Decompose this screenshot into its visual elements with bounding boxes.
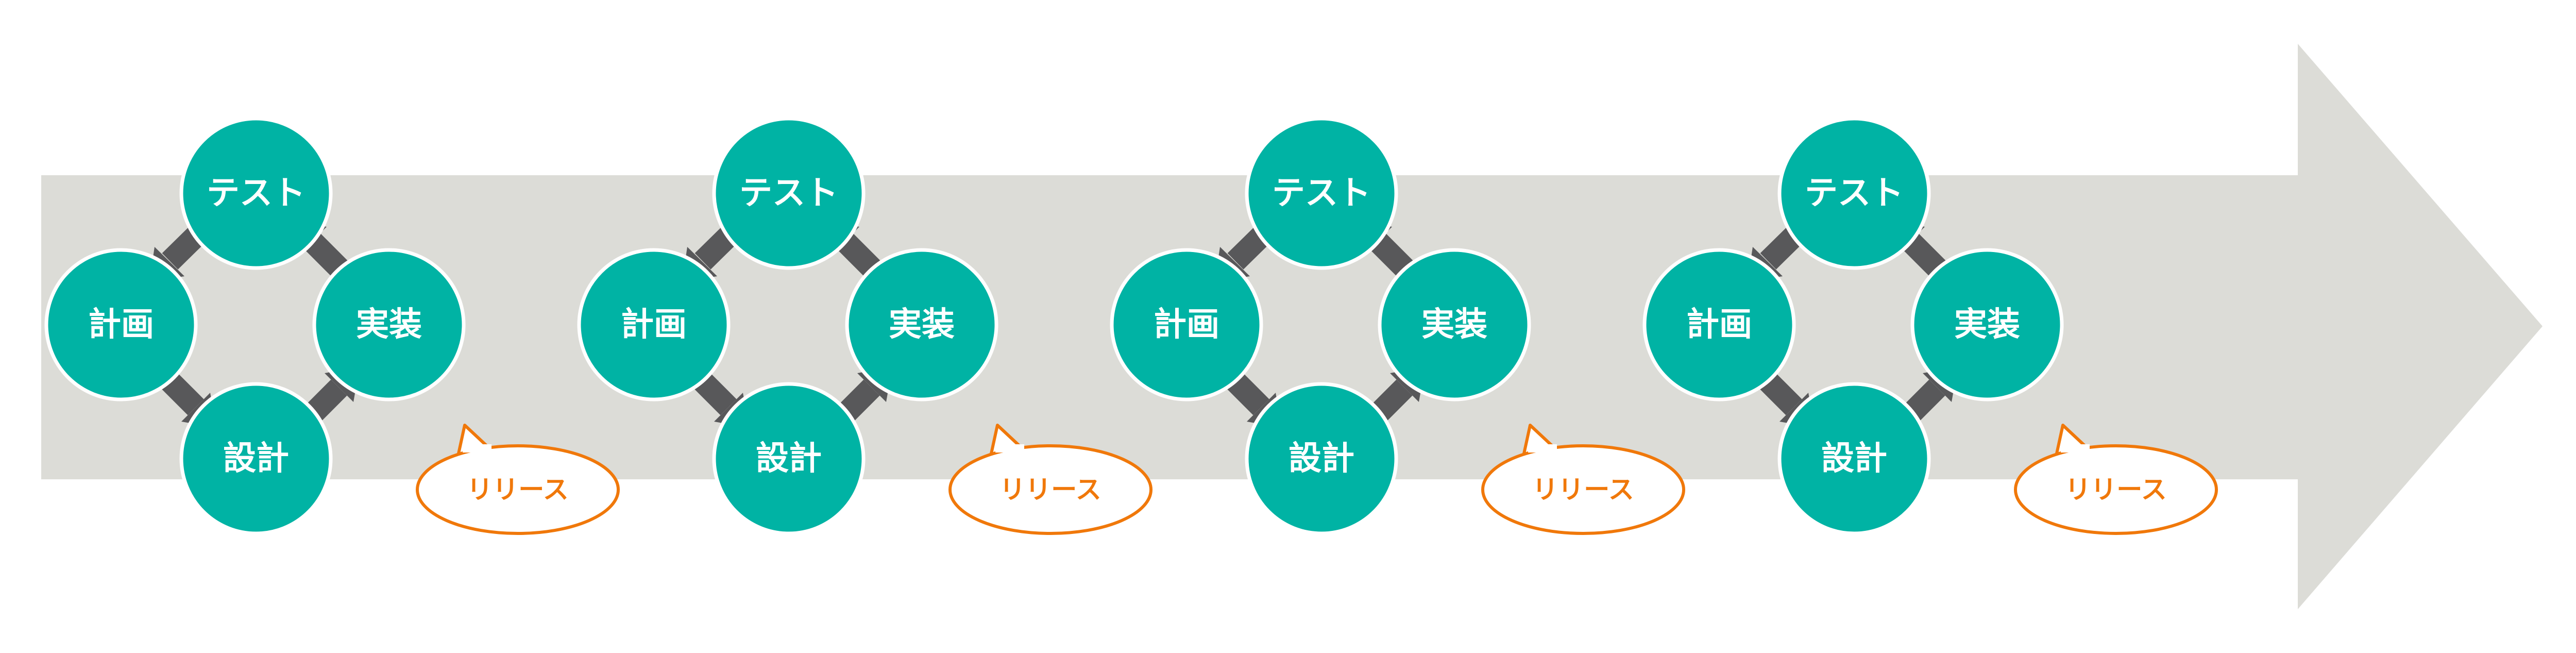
node-plan — [1110, 248, 1263, 401]
node-test — [179, 116, 333, 270]
node-design — [1777, 382, 1931, 535]
node-implement — [1910, 248, 2064, 401]
node-plan-label: 計画 — [621, 306, 687, 344]
node-design — [712, 382, 866, 535]
release-label: リリース — [467, 475, 569, 505]
node-plan-label: 計画 — [1154, 306, 1219, 344]
iteration-cycle-4: テスト 計画 実装 設計 リリース — [1642, 116, 2218, 535]
iteration-cycle-3: テスト 計画 実装 設計 リリース — [1110, 116, 1685, 535]
node-test-label: テスト — [739, 174, 838, 212]
release-label: リリース — [2065, 475, 2167, 505]
node-test — [712, 116, 866, 270]
node-design-label: 設計 — [756, 440, 822, 478]
release-label: リリース — [999, 475, 1101, 505]
node-test — [1777, 116, 1931, 270]
node-implement — [1378, 248, 1531, 401]
node-test-label: テスト — [1272, 174, 1371, 212]
node-implement — [845, 248, 998, 401]
node-test-label: テスト — [1805, 174, 1904, 212]
node-plan — [44, 248, 198, 401]
node-plan-label: 計画 — [88, 306, 154, 344]
node-design-label: 設計 — [1289, 440, 1354, 478]
node-implement-label: 実装 — [1954, 306, 2020, 344]
release-bubble: リリース — [2014, 424, 2218, 535]
node-implement — [312, 248, 466, 401]
iteration-cycle-1: テスト 計画 実装 設計 リリース — [44, 116, 620, 535]
node-plan-label: 計画 — [1686, 306, 1752, 344]
release-bubble: リリース — [948, 424, 1153, 535]
node-plan — [577, 248, 731, 401]
node-design — [1245, 382, 1398, 535]
release-bubble: リリース — [1481, 424, 1685, 535]
node-test-label: テスト — [207, 174, 306, 212]
release-label: リリース — [1532, 475, 1634, 505]
node-design-label: 設計 — [1821, 440, 1887, 478]
node-design — [179, 382, 333, 535]
release-bubble: リリース — [416, 424, 620, 535]
node-implement-label: 実装 — [1421, 306, 1487, 344]
node-design-label: 設計 — [223, 440, 289, 478]
node-implement-label: 実装 — [889, 306, 955, 344]
node-plan — [1642, 248, 1796, 401]
node-implement-label: 実装 — [356, 306, 422, 344]
node-test — [1245, 116, 1398, 270]
iteration-cycle-2: テスト 計画 実装 設計 リリース — [577, 116, 1153, 535]
